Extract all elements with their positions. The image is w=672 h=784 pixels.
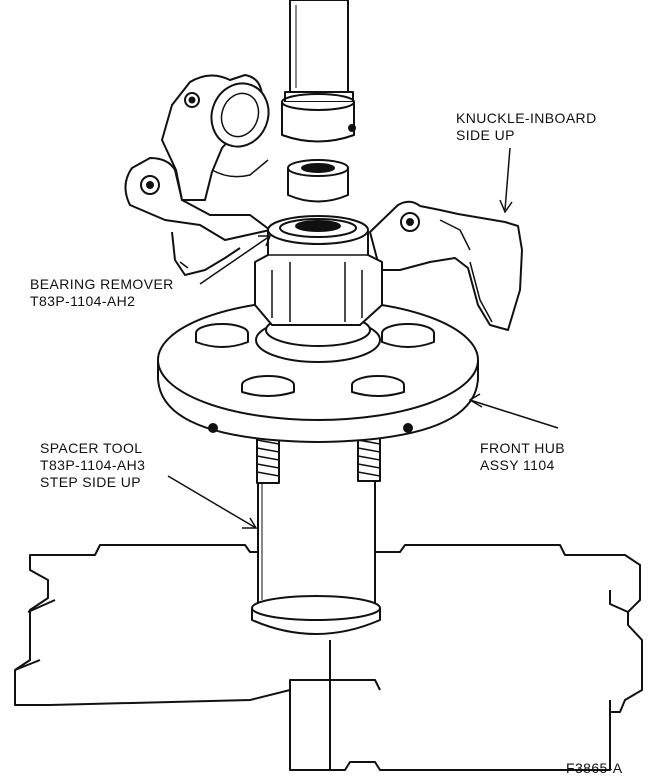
press-ram xyxy=(281,0,356,143)
bearing-remover-tool xyxy=(287,159,349,203)
spacer-tool-callout-line1: SPACER TOOL xyxy=(40,440,143,456)
leader-spacer-tool-arrowhead xyxy=(242,517,258,529)
press-base-block xyxy=(14,544,643,771)
knuckle-callout-line1: KNUCKLE-INBOARD xyxy=(456,110,597,126)
spacer-tool-callout-line3: STEP SIDE UP xyxy=(40,474,142,490)
leader-knuckle-arrowhead xyxy=(499,199,513,214)
spacer-tool-callout-line2: T83P-1104-AH3 xyxy=(40,457,146,473)
front-hub-callout-line1: FRONT HUB xyxy=(480,440,566,456)
leader-front-hub xyxy=(469,399,559,429)
front-hub-flange xyxy=(157,299,479,443)
bearing-remover-callout: BEARING REMOVER T83P-1104-AH2 xyxy=(30,276,174,310)
leader-bearing-remover-arrowhead xyxy=(258,235,272,247)
spacer-tool-callout: SPACER TOOL T83P-1104-AH3 STEP SIDE UP xyxy=(40,440,145,491)
bearing-remover-callout-line1: BEARING REMOVER xyxy=(30,276,174,292)
leader-bearing-remover xyxy=(199,235,271,285)
figure-id: F3865-A xyxy=(566,760,623,776)
front-hub-callout-line2: ASSY 1104 xyxy=(480,457,555,473)
knuckle-callout-line2: SIDE UP xyxy=(456,127,515,143)
leader-spacer-tool xyxy=(167,475,257,529)
front-hub-callout: FRONT HUB ASSY 1104 xyxy=(480,440,565,474)
leader-knuckle xyxy=(504,147,511,211)
steering-knuckle xyxy=(124,74,523,331)
knuckle-callout: KNUCKLE-INBOARD SIDE UP xyxy=(456,110,597,144)
bearing-remover-callout-line2: T83P-1104-AH2 xyxy=(30,293,136,309)
spacer-tool xyxy=(251,450,381,635)
leader-front-hub-arrowhead xyxy=(468,393,483,408)
